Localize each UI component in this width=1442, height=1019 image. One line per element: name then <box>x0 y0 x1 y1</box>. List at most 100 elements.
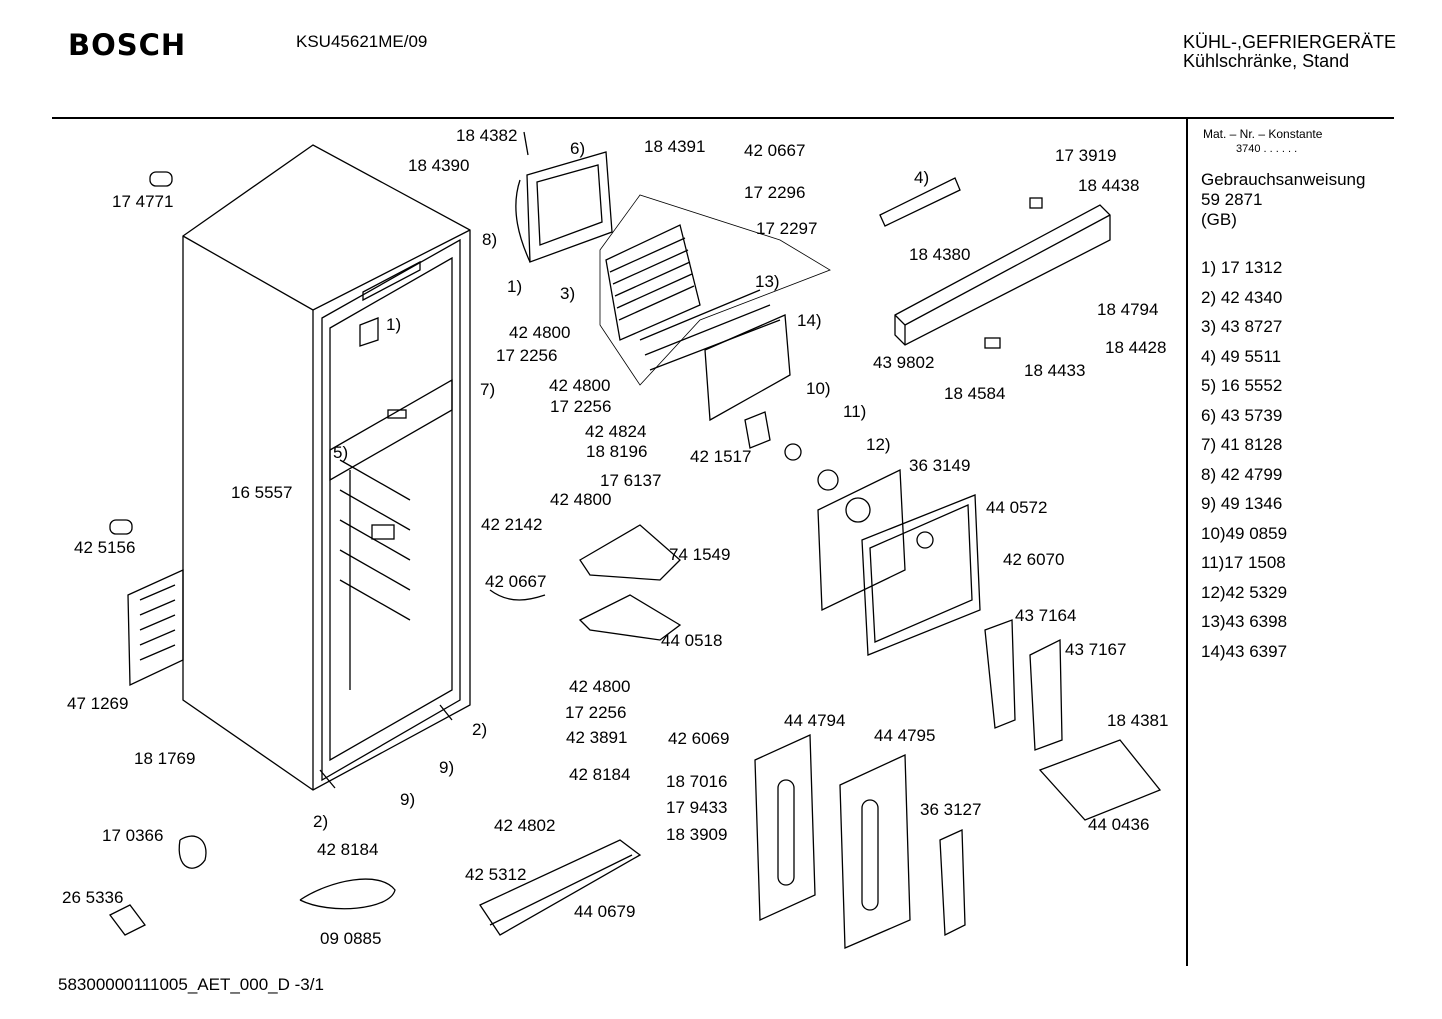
door-shelves <box>984 619 1162 821</box>
part-label: 17 4771 <box>112 192 174 211</box>
part-label: 42 5312 <box>465 865 527 884</box>
wire-part <box>489 589 546 601</box>
legend-item: 2) 42 4340 <box>1201 287 1283 307</box>
legend-item: 9) 49 1346 <box>1201 494 1283 513</box>
part-label: 44 0679 <box>574 902 636 921</box>
part-label: 42 0667 <box>485 572 547 591</box>
part-label: 17 2297 <box>756 219 818 238</box>
fan-bracket <box>744 411 771 449</box>
compressor-relay <box>109 904 146 936</box>
light-cover <box>515 131 613 263</box>
legend-item: 3) 43 8727 <box>1201 317 1283 336</box>
legend-item: 12)42 5329 <box>1201 582 1288 602</box>
part-label: 42 4800 <box>550 490 612 509</box>
part-label: 18 4382 <box>456 126 518 145</box>
part-label: 16 5557 <box>231 483 293 502</box>
part-label: 42 4800 <box>549 376 611 395</box>
part-label: 43 7167 <box>1065 640 1127 659</box>
part-label: 18 4391 <box>644 137 706 156</box>
part-label: 42 8184 <box>317 840 379 859</box>
material-value: 3740 . . . . . . <box>1236 143 1298 155</box>
part-label: 42 6070 <box>1003 550 1065 569</box>
part-label: 13) <box>755 272 780 291</box>
part-label: 14) <box>797 311 822 330</box>
model-number: KSU45621ME/09 <box>296 32 428 51</box>
tube-part <box>109 519 133 535</box>
legend-item: 1) 17 1312 <box>1201 258 1283 277</box>
part-label: 18 3909 <box>666 825 728 844</box>
part-label: 18 4438 <box>1078 176 1140 195</box>
part-label: 11) <box>843 402 867 421</box>
part-label: 5) <box>333 443 349 462</box>
part-label: 18 8196 <box>586 442 648 461</box>
parts-legend: 1) 17 1312 2) 42 4340 3) 43 8727 4) 49 5… <box>1201 258 1287 671</box>
part-label: 44 4794 <box>784 711 846 730</box>
part-label: 44 0436 <box>1088 815 1150 834</box>
part-label: 42 4802 <box>494 816 556 835</box>
part-label: 18 1769 <box>134 749 196 768</box>
control-panel <box>879 177 1111 349</box>
power-cord <box>299 878 396 910</box>
condenser <box>127 568 184 687</box>
part-label: 10) <box>806 379 831 398</box>
part-label: 42 4800 <box>509 323 571 342</box>
part-label: 12) <box>866 435 891 454</box>
part-label: 43 7164 <box>1015 606 1077 625</box>
part-label: 47 1269 <box>67 694 129 713</box>
legend-item: 8) 42 4799 <box>1201 464 1283 484</box>
part-label: 36 3127 <box>920 800 982 819</box>
part-label: 3) <box>560 284 576 303</box>
part-label: 42 2142 <box>481 515 543 534</box>
part-label: 18 4584 <box>944 384 1006 403</box>
part-label: 42 0667 <box>744 141 806 160</box>
part-label: 6) <box>570 139 586 158</box>
manual-number: 59 2871 <box>1201 190 1263 209</box>
part-label: 44 4795 <box>874 726 936 745</box>
part-label: 17 2256 <box>565 703 627 722</box>
part-label: 8) <box>482 230 498 249</box>
part-label: 43 9802 <box>873 353 935 372</box>
part-label: 17 9433 <box>666 798 728 817</box>
part-label: 09 0885 <box>320 929 382 948</box>
part-label: 42 8184 <box>569 765 631 784</box>
fan-blade-part <box>178 835 207 869</box>
part-label: 18 7016 <box>666 772 728 791</box>
legend-item: 5) 16 5552 <box>1201 376 1283 395</box>
part-label: 42 3891 <box>566 728 628 747</box>
legend-item: 4) 49 5511 <box>1201 346 1282 366</box>
part-label: 2) <box>313 812 329 831</box>
fan-motor <box>784 443 802 461</box>
part-label: 4) <box>914 168 930 187</box>
manual-title: Gebrauchsanweisung <box>1201 170 1366 189</box>
header-divider <box>52 117 1394 119</box>
fan-cover-panel <box>817 468 981 656</box>
part-label: 18 4380 <box>909 245 971 264</box>
fridge-cabinet <box>182 144 471 791</box>
hinge-part <box>359 317 379 347</box>
part-label: 36 3149 <box>909 456 971 475</box>
part-label: 1) <box>386 315 402 334</box>
material-label: Mat. – Nr. – Konstante <box>1203 127 1323 141</box>
back-panel <box>704 314 791 422</box>
part-label: 44 0572 <box>986 498 1048 517</box>
category-line-2: Kühlschränke, Stand <box>1183 51 1350 71</box>
part-label: 9) <box>439 758 455 777</box>
part-label: 17 2296 <box>744 183 806 202</box>
manual-language: (GB) <box>1201 210 1237 229</box>
part-label: 17 0366 <box>102 826 164 845</box>
legend-item: 14)43 6397 <box>1201 641 1288 661</box>
part-label: 42 6069 <box>668 729 730 748</box>
part-label: 42 4800 <box>569 677 631 696</box>
part-label: 17 3919 <box>1055 146 1117 165</box>
part-label: 17 2256 <box>496 346 558 365</box>
legend-item: 6) 43 5739 <box>1201 405 1283 425</box>
part-label: 7) <box>480 380 496 399</box>
legend-item: 13)43 6398 <box>1201 612 1288 631</box>
part-label: 18 4433 <box>1024 361 1086 380</box>
part-label: 17 2256 <box>550 397 612 416</box>
manual-info: Gebrauchsanweisung 59 2871 (GB) <box>1201 170 1365 230</box>
legend-item: 7) 41 8128 <box>1201 435 1283 454</box>
part-label: 17 6137 <box>600 471 662 490</box>
part-label: 18 4390 <box>408 156 470 175</box>
